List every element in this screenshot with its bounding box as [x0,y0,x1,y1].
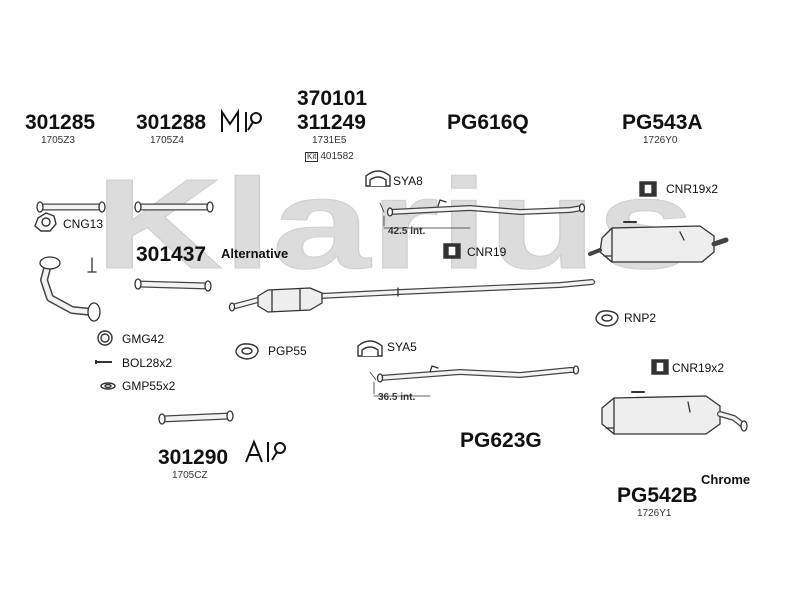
part-pg623g-number: PG623G [460,429,542,452]
chrome-note: Chrome [701,472,751,487]
clamp-sya5-icon [357,340,383,357]
ring-pgp55-icon [235,343,259,360]
part-301290-number: 301290 [158,446,229,469]
front-downpipe [39,256,101,322]
part-301290-ref: 1705CZ [172,470,208,481]
part-370101-number: 370101 [297,87,368,110]
pipe-pg623g [369,365,580,397]
ai-icon [245,439,286,463]
accessory-rnp2-label: RNP2 [624,311,657,325]
mi-icon [221,108,262,132]
accessory-sya8-label: SYA8 [393,174,423,188]
part-pg616q-number: PG616Q [447,111,529,134]
pipe-301285 [36,201,106,213]
gasket-gmp55x2-icon [100,382,116,390]
accessory-cnr19-label: CNR19 [467,245,507,259]
part-pg543a-ref: 1726Y0 [643,135,678,146]
rubber-mount-cnr19x2-top-icon [639,181,657,197]
bolt-bol28x2-icon [95,360,112,364]
catalyst-pipe [228,279,595,313]
dimension-top-pipe: 42.5 int. [388,226,426,237]
part-301288-ref: 1705Z4 [150,135,184,146]
brand-watermark: Klarius [95,153,695,296]
accessory-bol28x2-label: BOL28x2 [122,356,173,370]
kit-box-icon: Kit [305,152,319,162]
part-pg543a-number: PG543A [622,111,703,134]
part-301437-number: 301437 [136,243,207,266]
accessory-cnr19x2-bottom-label: CNR19x2 [672,361,725,375]
clamp-sya8-icon [365,170,391,187]
part-pg542b-ref: 1726Y1 [637,508,672,519]
pipe-pg616q [379,199,586,229]
gasket-cng13-icon [34,212,57,232]
part-pg542b-number: PG542B [617,484,698,507]
part-311249-number: 311249 [297,111,366,134]
pipe-301437 [134,278,212,292]
rubber-mount-cnr19x2-bottom-icon [651,359,669,375]
accessory-gmp55x2-label: GMP55x2 [122,379,176,393]
part-311249-ref: 1731E5 [312,135,347,146]
accessory-sya5-label: SYA5 [387,340,417,354]
gasket-gmg42-icon [97,330,113,346]
kit-number: 401582 [320,151,354,162]
part-301285-ref: 1705Z3 [41,135,75,146]
part-301288-number: 301288 [136,111,207,134]
silencer-pg543a [588,221,729,263]
accessory-pgp55-label: PGP55 [268,344,307,358]
silencer-pg542b [601,391,748,435]
ring-rnp2-icon [595,310,619,327]
dimension-bottom-pipe: 36.5 int. [378,392,416,403]
pipe-301290 [158,410,234,425]
alternative-note: Alternative [221,246,289,261]
accessory-cng13-label: CNG13 [63,217,104,231]
rubber-mount-cnr19-icon [443,243,461,259]
pipe-301288 [134,201,214,213]
part-301285-number: 301285 [25,111,96,134]
accessory-cnr19x2-top-label: CNR19x2 [666,182,719,196]
accessory-gmg42-label: GMG42 [122,332,165,346]
